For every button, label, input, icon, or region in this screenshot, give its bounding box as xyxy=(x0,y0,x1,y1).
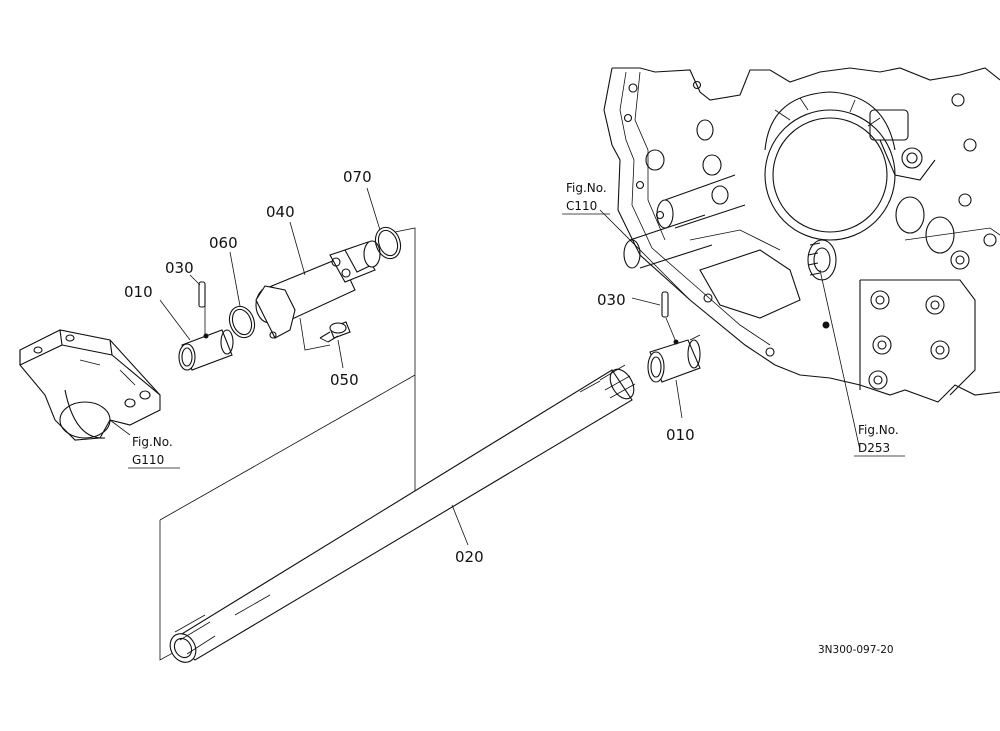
label-060: 060 xyxy=(209,234,238,252)
lift-arm-bracket xyxy=(19,329,161,441)
ref-d253-line1: Fig.No. xyxy=(858,423,899,437)
label-030-right: 030 xyxy=(597,291,626,309)
o-ring-060 xyxy=(228,305,256,339)
figure-references: Fig.No. G110 Fig.No. C110 Fig.No. D253 xyxy=(128,181,905,469)
transmission-case xyxy=(603,67,1000,403)
ref-c110-line1: Fig.No. xyxy=(566,181,607,195)
label-030-left: 030 xyxy=(165,259,194,277)
ref-c110-line2: C110 xyxy=(566,199,597,213)
ref-g110-line2: G110 xyxy=(132,453,164,467)
ref-g110-line1: Fig.No. xyxy=(132,435,173,449)
shaft-020 xyxy=(169,364,636,663)
label-010-right: 010 xyxy=(666,426,695,444)
label-020: 020 xyxy=(455,548,484,566)
bushing-010-left xyxy=(178,290,234,371)
leader-lines xyxy=(109,187,861,546)
part-labels: 070 040 060 030 010 050 030 010 020 xyxy=(124,168,695,566)
pin-030-right xyxy=(661,291,677,343)
drawing-code: 3N300-097-20 xyxy=(818,644,894,656)
pin-030-left xyxy=(198,281,206,308)
label-070: 070 xyxy=(343,168,372,186)
label-040: 040 xyxy=(266,203,295,221)
bolt-050 xyxy=(319,321,351,343)
o-ring-070 xyxy=(374,226,402,260)
label-010-left: 010 xyxy=(124,283,153,301)
label-050: 050 xyxy=(330,371,359,389)
bushing-010-right xyxy=(647,339,701,383)
ref-d253-line2: D253 xyxy=(858,441,890,455)
housing-040 xyxy=(255,240,381,351)
